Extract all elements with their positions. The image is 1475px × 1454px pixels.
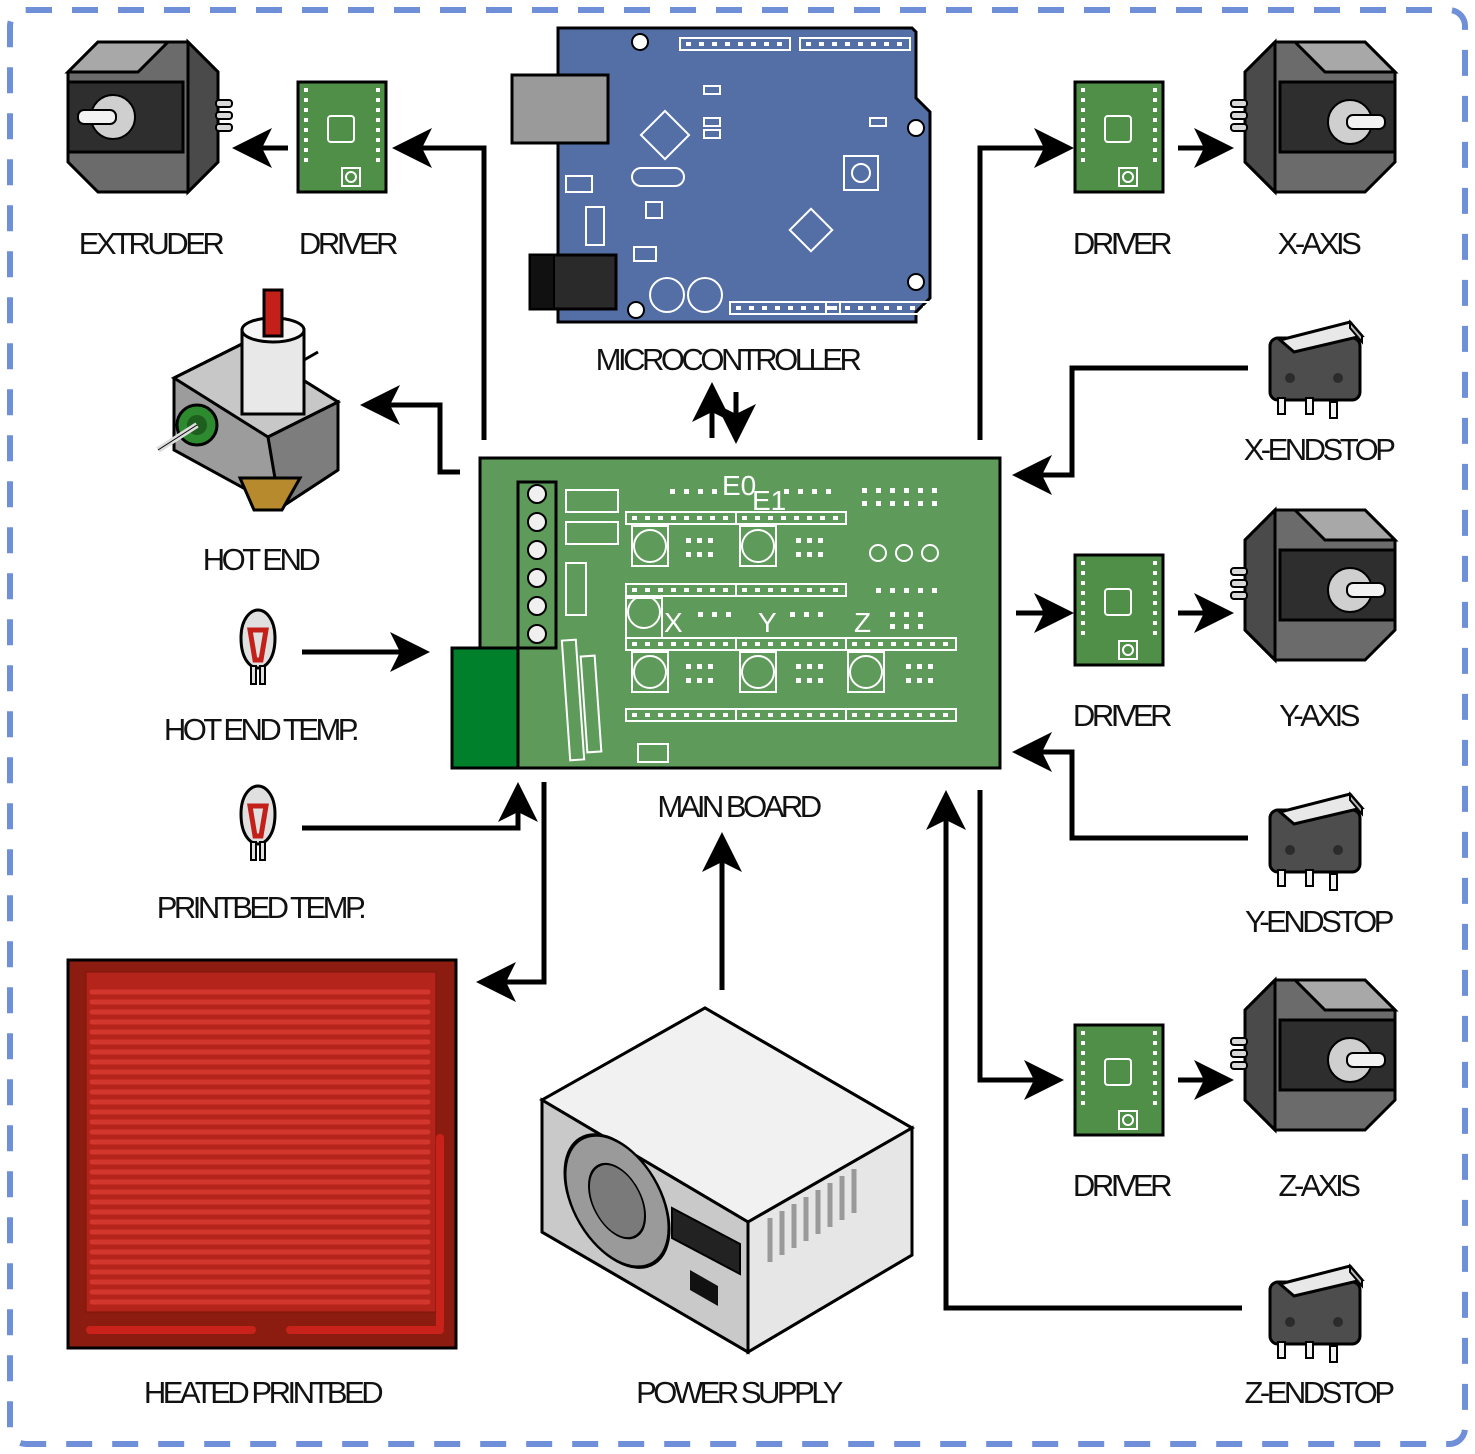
board-mark-x: X	[664, 607, 683, 638]
arrow-board-to-printbed	[476, 782, 547, 1002]
z-driver-icon	[1073, 1023, 1165, 1137]
label-heated-printbed: HEATED PRINTBED	[143, 1375, 384, 1410]
label-extruder-driver: DRIVER	[298, 226, 399, 261]
label-z-axis: Z-AXIS	[1278, 1168, 1361, 1203]
hot-end-thermistor-icon	[241, 610, 275, 684]
arrow-board-to-z-driver	[977, 790, 1064, 1100]
x-axis-motor-icon	[1229, 40, 1397, 194]
x-driver-icon	[1073, 80, 1165, 194]
label-x-endstop: X-ENDSTOP	[1243, 432, 1396, 467]
z-axis-motor-icon	[1229, 978, 1397, 1132]
arrow-y-endstop-to-board	[1012, 732, 1248, 841]
z-endstop-icon	[1268, 1264, 1364, 1364]
arrow-board-to-x-driver	[977, 128, 1074, 440]
label-printbed-temp: PRINTBED TEMP.	[156, 890, 367, 925]
board-mark-y: Y	[758, 607, 777, 638]
label-x-driver: DRIVER	[1072, 226, 1173, 261]
arrow-printbed-temp-to-board	[302, 782, 538, 831]
arrow-board-to-extruder-driver	[392, 128, 487, 440]
label-y-driver: DRIVER	[1072, 698, 1173, 733]
label-hot-end: HOT END	[202, 542, 321, 577]
microcontroller-icon	[510, 26, 937, 324]
label-y-endstop: Y-ENDSTOP	[1245, 904, 1394, 939]
board-mark-e1: E1	[752, 485, 786, 516]
y-driver-icon	[1073, 553, 1165, 667]
label-z-driver: DRIVER	[1072, 1168, 1173, 1203]
arrow-board-to-hot-end	[360, 385, 460, 475]
label-extruder: EXTRUDER	[78, 226, 225, 261]
board-mark-e0: E0	[722, 470, 756, 501]
y-endstop-icon	[1268, 792, 1364, 892]
arrow-x-endstop-to-board	[1012, 365, 1248, 495]
label-x-axis: X-AXIS	[1277, 226, 1362, 261]
label-z-endstop: Z-ENDSTOP	[1244, 1375, 1395, 1410]
x-endstop-icon	[1268, 320, 1364, 420]
label-hot-end-temp: HOT END TEMP.	[163, 712, 360, 747]
extruder-driver-icon	[296, 80, 388, 194]
label-main-board: MAIN BOARD	[657, 789, 822, 824]
heated-printbed-icon	[66, 958, 458, 1350]
power-supply-icon	[539, 1006, 916, 1355]
label-power-supply: POWER SUPPLY	[636, 1375, 843, 1410]
board-mark-z: Z	[854, 607, 871, 638]
main-board-icon: E0 E1 X Y Z	[450, 456, 1002, 770]
label-microcontroller: MICROCONTROLLER	[595, 342, 862, 377]
label-y-axis: Y-AXIS	[1279, 698, 1360, 733]
arrow-z-endstop-to-board	[926, 790, 1242, 1311]
printbed-thermistor-icon	[241, 786, 275, 860]
dashed-frame	[7, 7, 1468, 1447]
y-axis-motor-icon	[1229, 508, 1397, 662]
extruder-motor-icon	[66, 40, 234, 194]
hot-end-icon	[156, 288, 342, 512]
